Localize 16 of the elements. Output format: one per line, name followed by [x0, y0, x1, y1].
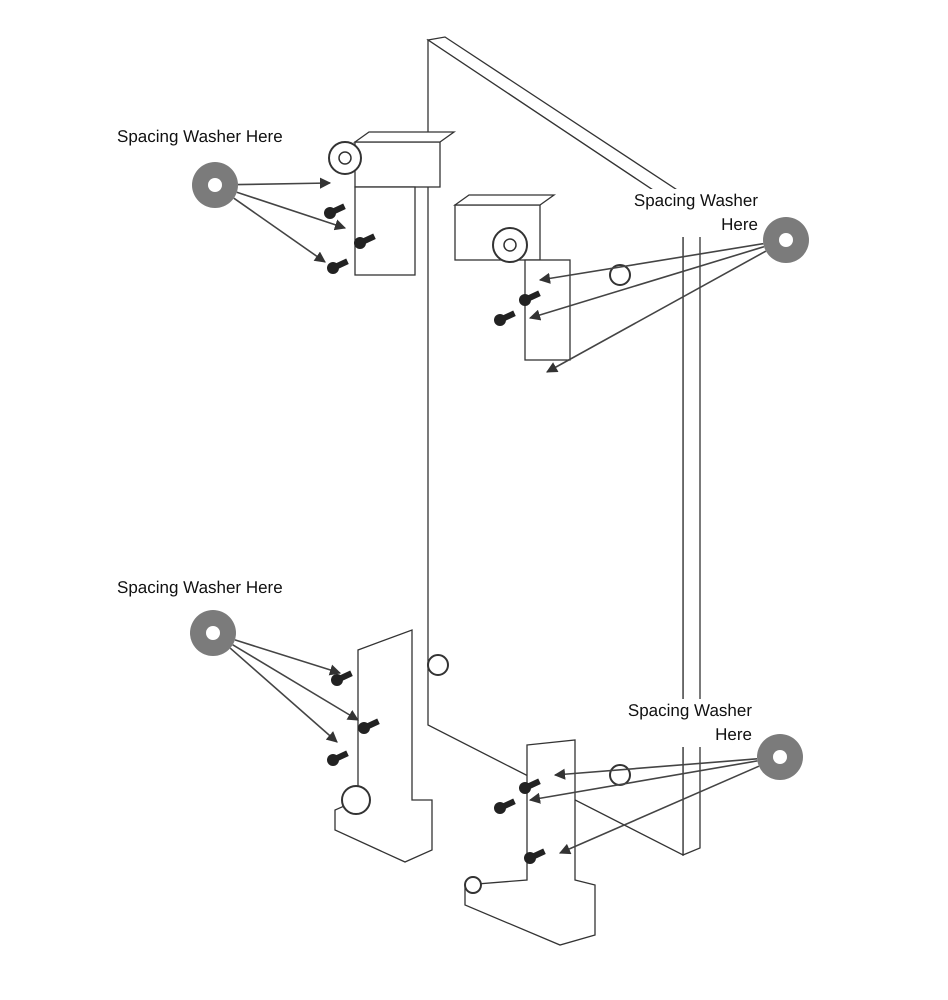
leader-arrow: [558, 765, 760, 854]
washer-icon: [757, 734, 803, 780]
washer-icon: [190, 610, 236, 656]
leader-arrow: [554, 758, 758, 780]
leader-arrow: [528, 246, 764, 320]
washer-icon: [192, 162, 238, 208]
leader-arrow: [232, 644, 359, 721]
leader-arrow: [546, 250, 766, 373]
leader-arrow: [230, 648, 338, 743]
leader-arrow: [238, 178, 332, 189]
leader-arrow: [233, 198, 326, 263]
leader-arrow: [538, 242, 764, 284]
washer-icon: [763, 217, 809, 263]
leader-arrow: [236, 191, 346, 230]
leader-arrow: [528, 760, 758, 804]
leader-arrow: [234, 639, 342, 676]
